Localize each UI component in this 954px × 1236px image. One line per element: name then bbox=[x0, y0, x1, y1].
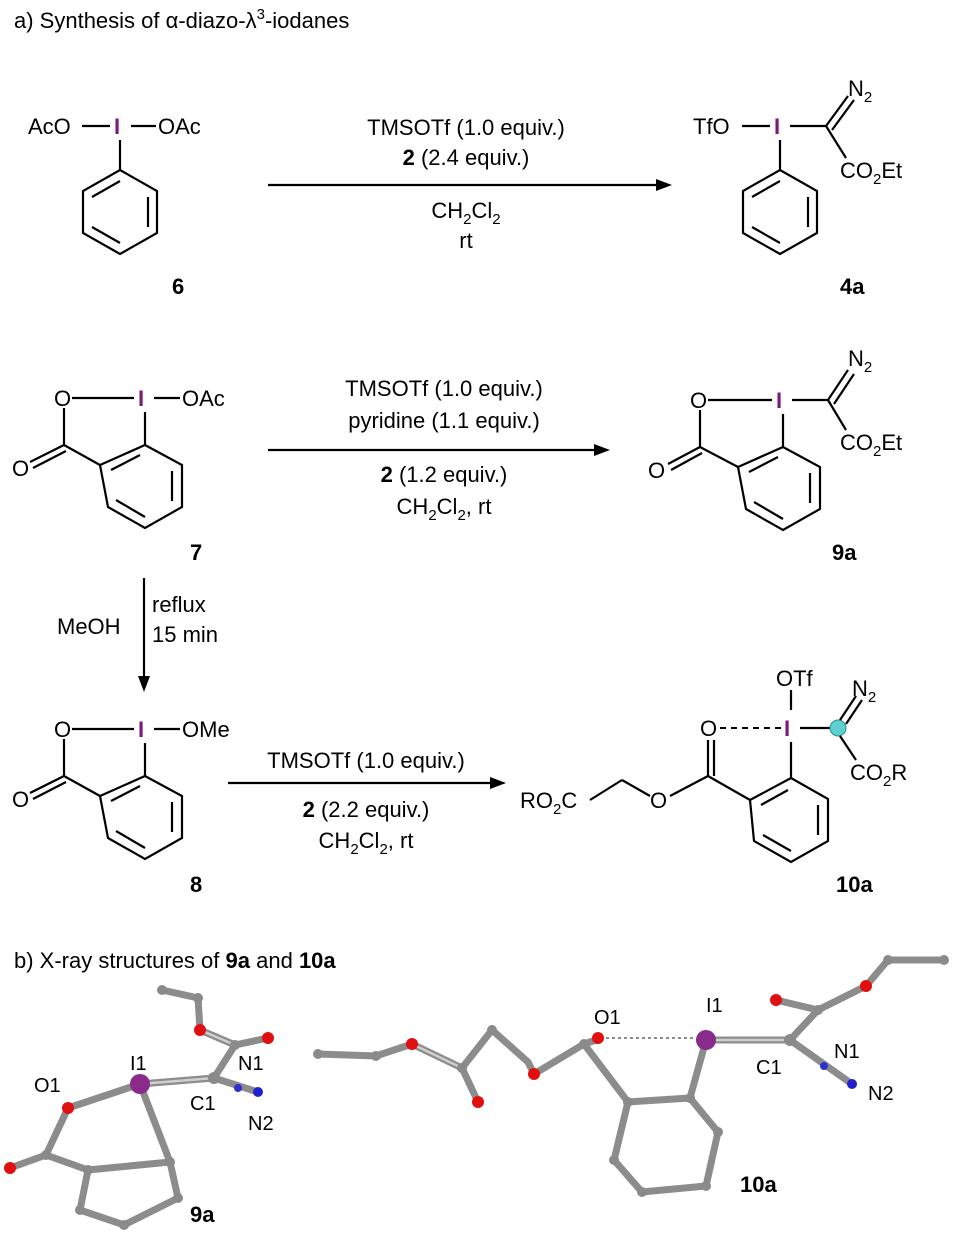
svg-text:I: I bbox=[138, 717, 144, 742]
reaction3-condition: reflux bbox=[152, 592, 206, 617]
reaction-arrow-2 bbox=[268, 444, 610, 456]
svg-text:OAc: OAc bbox=[158, 114, 201, 139]
svg-text:O: O bbox=[650, 788, 667, 813]
xray-9a-label-N2: N2 bbox=[248, 1113, 274, 1135]
reaction2-solvent: CH2Cl2, rt bbox=[397, 494, 492, 524]
reaction4-solvent: CH2Cl2, rt bbox=[319, 828, 414, 858]
svg-text:I: I bbox=[784, 716, 790, 741]
svg-text:CO2R: CO2R bbox=[850, 760, 907, 790]
svg-text:O: O bbox=[690, 388, 707, 413]
svg-text:I: I bbox=[114, 114, 120, 139]
compound-label-6: 6 bbox=[172, 274, 184, 299]
reaction1-reagent: TMSOTf (1.0 equiv.) bbox=[367, 115, 565, 140]
xray-10a-label-N1: N1 bbox=[834, 1041, 860, 1063]
reaction-arrow-4 bbox=[228, 777, 506, 789]
xray-10a-label-I1: I1 bbox=[706, 995, 723, 1017]
xray-10a-label-N2: N2 bbox=[868, 1083, 894, 1105]
svg-text:O: O bbox=[54, 717, 71, 742]
compound-8-structure: O I OMe O bbox=[12, 717, 230, 861]
xray-9a-label-O1: O1 bbox=[34, 1075, 61, 1097]
section-b-title: b) X-ray structures of 9a and 10a bbox=[14, 948, 336, 973]
svg-text:O: O bbox=[12, 456, 29, 481]
reaction3-solvent: MeOH bbox=[57, 614, 121, 639]
xray-9a-label-C1: C1 bbox=[190, 1093, 216, 1115]
compound-9a-structure: O I N2 CO2Et O bbox=[648, 346, 902, 532]
svg-text:CO2Et: CO2Et bbox=[840, 158, 902, 188]
svg-text:CO2Et: CO2Et bbox=[840, 430, 902, 460]
reaction2-equiv: 2 (1.2 equiv.) bbox=[381, 462, 508, 487]
compound-label-8: 8 bbox=[190, 872, 202, 897]
compound-7-structure: O I OAc O bbox=[12, 386, 225, 530]
svg-text:O: O bbox=[12, 787, 29, 812]
reaction2-reagent: TMSOTf (1.0 equiv.) bbox=[345, 376, 543, 401]
reaction1-equiv: 2 (2.4 equiv.) bbox=[403, 145, 530, 170]
compound-10a-structure: RO2C O O I OTf N2 CO2R bbox=[520, 666, 907, 864]
svg-text:AcO: AcO bbox=[28, 114, 71, 139]
xray-structure-9a bbox=[4, 985, 274, 1230]
svg-text:O: O bbox=[700, 716, 717, 741]
svg-text:I: I bbox=[774, 114, 780, 139]
xray-10a-label-O1: O1 bbox=[594, 1007, 621, 1029]
svg-text:OAc: OAc bbox=[182, 386, 225, 411]
xray-10a-compound-label: 10a bbox=[740, 1172, 777, 1197]
compound-label-10a: 10a bbox=[836, 872, 873, 897]
svg-text:I: I bbox=[776, 388, 782, 413]
svg-text:OMe: OMe bbox=[182, 717, 230, 742]
reaction4-reagent: TMSOTf (1.0 equiv.) bbox=[267, 748, 465, 773]
reaction-arrow-1 bbox=[268, 179, 672, 191]
compound-label-7: 7 bbox=[190, 540, 202, 565]
reaction4-equiv: 2 (2.2 equiv.) bbox=[303, 797, 430, 822]
svg-text:N2: N2 bbox=[848, 346, 872, 376]
xray-structure-10a bbox=[313, 955, 949, 1197]
reaction-arrow-3 bbox=[138, 578, 150, 692]
section-a-title: a) Synthesis of α-diazo-λ3-iodanes bbox=[14, 6, 349, 33]
svg-text:N2: N2 bbox=[852, 676, 876, 706]
svg-text:RO2C: RO2C bbox=[520, 788, 577, 818]
reaction2-base: pyridine (1.1 equiv.) bbox=[348, 408, 540, 433]
compound-label-4a: 4a bbox=[840, 274, 865, 299]
svg-text:N2: N2 bbox=[848, 76, 872, 106]
svg-text:O: O bbox=[648, 458, 665, 483]
xray-9a-label-N1: N1 bbox=[238, 1053, 264, 1075]
svg-text:OTf: OTf bbox=[776, 666, 814, 691]
compound-6-structure: AcO I OAc bbox=[28, 114, 201, 256]
xray-10a-label-C1: C1 bbox=[756, 1057, 782, 1079]
svg-text:O: O bbox=[54, 386, 71, 411]
compound-4a-structure: TfO I N2 CO2Et bbox=[693, 76, 902, 256]
xray-9a-label-I1: I1 bbox=[130, 1053, 147, 1075]
compound-label-9a: 9a bbox=[832, 540, 857, 565]
xray-9a-compound-label: 9a bbox=[190, 1202, 215, 1227]
svg-text:I: I bbox=[138, 386, 144, 411]
svg-text:TfO: TfO bbox=[693, 114, 730, 139]
reaction1-temp: rt bbox=[459, 228, 472, 253]
reaction3-time: 15 min bbox=[152, 622, 218, 647]
reaction1-solvent: CH2Cl2 bbox=[431, 198, 500, 228]
